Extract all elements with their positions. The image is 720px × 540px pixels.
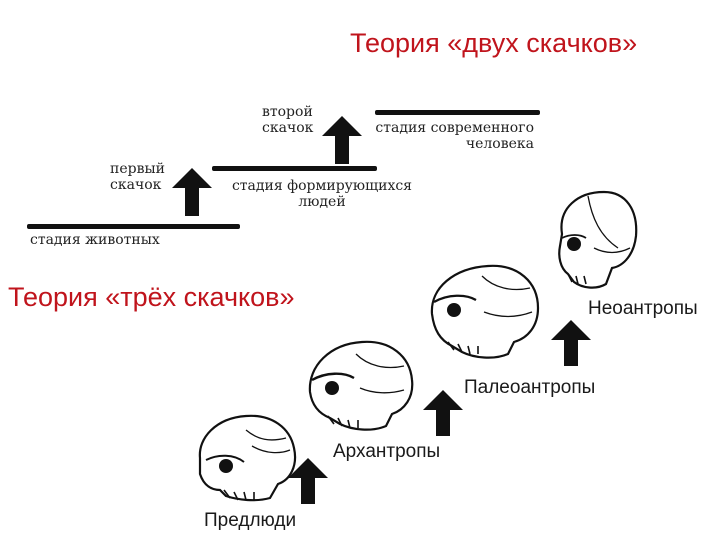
stage-label-neoanthropes: Неоантропы: [588, 298, 698, 319]
forming-stage-line2: людей: [298, 194, 346, 210]
paleoanthrope-up-arrow-icon: [423, 390, 463, 436]
archanthrope-up-arrow-icon: [288, 458, 328, 504]
archanthrope-skull-icon: [308, 340, 414, 431]
forming-stage-line: [212, 166, 377, 171]
neoanthrope-up-arrow-icon: [551, 320, 591, 366]
forming-stage-line1: стадия формирующихся: [231, 178, 413, 194]
stage-label-paleoanthropes: Палеоантропы: [464, 377, 596, 398]
prehuman-skull-icon: [198, 414, 297, 502]
animals-stage-label: стадия животных: [30, 232, 160, 248]
modern-stage-line2: человека: [465, 136, 534, 152]
modern-stage-line: [375, 110, 540, 115]
second-jump-label: второй скачок: [262, 104, 313, 136]
animals-stage-line: [27, 224, 240, 229]
second-jump-line2: скачок: [262, 120, 314, 136]
modern-stage-label: стадия современного человека: [364, 120, 534, 152]
three-jumps-title: Теория «трёх скачков»: [8, 282, 295, 312]
second-jump-up-arrow-icon: [322, 116, 362, 164]
modern-stage-line1: стадия современного: [375, 120, 534, 136]
first-jump-label: первый скачок: [110, 161, 165, 193]
neoanthrope-skull-icon: [558, 190, 638, 289]
forming-stage-label: стадия формирующихся людей: [222, 178, 422, 210]
two-jumps-title: Теория «двух скачков»: [350, 28, 638, 58]
paleoanthrope-skull-icon: [430, 264, 540, 359]
stage-label-prehumans: Предлюди: [204, 510, 297, 531]
first-jump-line2: скачок: [110, 177, 162, 193]
first-jump-line1: первый: [110, 161, 165, 177]
second-jump-line1: второй: [262, 104, 313, 120]
first-jump-up-arrow-icon: [172, 168, 212, 216]
stage-label-archanthropes: Архантропы: [333, 441, 441, 462]
